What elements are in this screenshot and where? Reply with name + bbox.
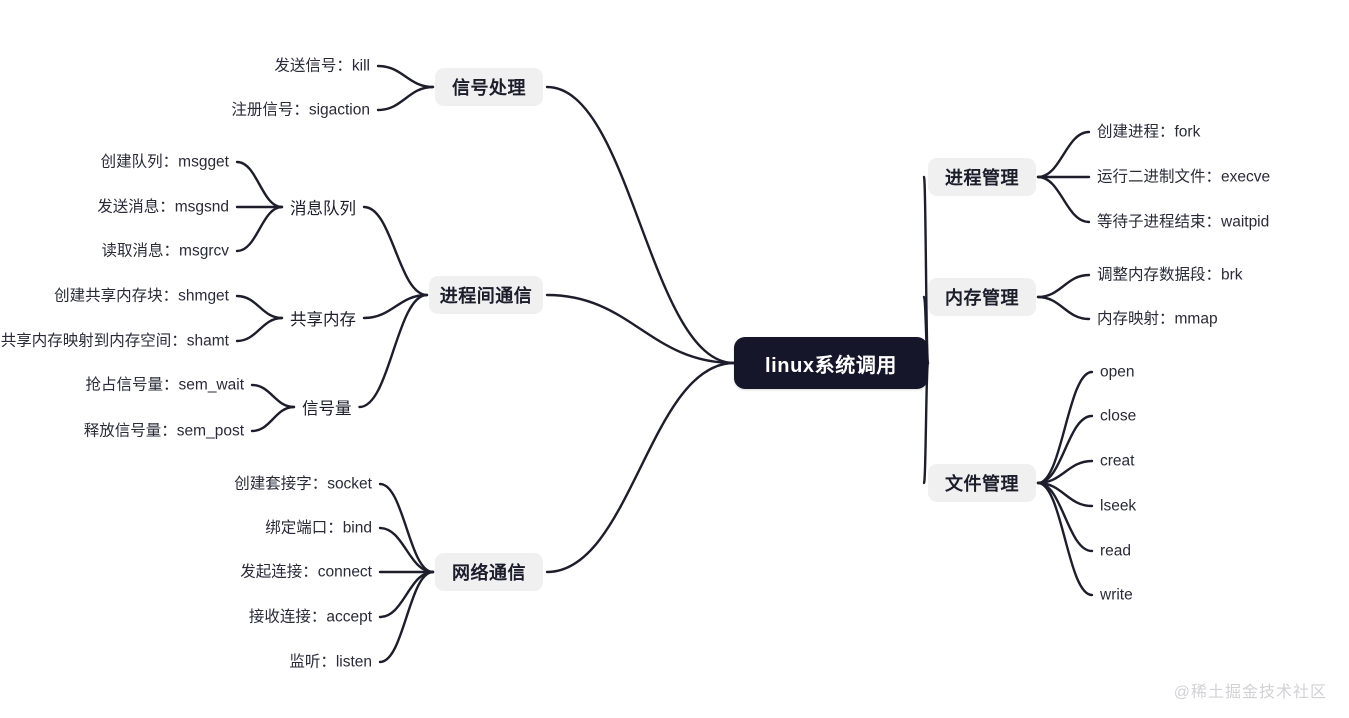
edge-leaf-发送信号-kill — [376, 64, 435, 89]
mindmap-leaf-注册信号-sigaction[interactable]: 注册信号：sigaction — [231, 101, 370, 119]
edge-leaf-共享内存映射到内存空间-shamt — [235, 316, 284, 343]
mindmap-node-共享内存[interactable]: 共享内存 — [290, 311, 356, 329]
mindmap-leaf-运行二进制文件-execve[interactable]: 运行二进制文件：execve — [1097, 168, 1271, 186]
mindmap-leaf-发送消息-msgsnd[interactable]: 发送消息：msgsnd — [97, 198, 229, 216]
mindmap-node-消息队列[interactable]: 消息队列 — [290, 200, 356, 218]
mindmap-leaf-调整内存数据段-brk[interactable]: 调整内存数据段：brk — [1097, 266, 1243, 284]
edge-leaf-监听-listen — [378, 570, 435, 664]
mindmap-node-内存管理[interactable]: 内存管理 — [928, 278, 1036, 316]
mindmap-leaf-read[interactable]: read — [1100, 542, 1132, 560]
mindmap-leaf-抢占信号量-sem_wait[interactable]: 抢占信号量：sem_wait — [85, 376, 244, 394]
mindmap-leaf-绑定端口-bind[interactable]: 绑定端口：bind — [265, 519, 372, 537]
edge-leaf-调整内存数据段-brk — [1036, 273, 1091, 299]
edge-leaf-内存映射-mmap — [1036, 295, 1091, 321]
edge-leaf-抢占信号量-sem_wait — [250, 383, 296, 409]
edge-leaf-创建共享内存块-shmget — [235, 294, 284, 320]
edge-进程间通信-信号量 — [358, 293, 429, 409]
edge-leaf-注册信号-sigaction — [376, 85, 435, 112]
edge-leaf-open — [1036, 370, 1094, 485]
edge-leaf-创建套接字-socket — [378, 482, 435, 574]
edge-leaf-创建队列-msgget — [235, 160, 284, 209]
edge-root-进程间通信 — [545, 293, 736, 365]
mindmap-leaf-creat[interactable]: creat — [1100, 452, 1135, 470]
mindmap-node-网络通信[interactable]: 网络通信 — [435, 553, 543, 591]
mindmap-leaf-监听-listen[interactable]: 监听：listen — [289, 653, 372, 671]
mindmap-leaf-读取消息-msgrcv[interactable]: 读取消息：msgrcv — [101, 242, 229, 260]
edge-leaf-绑定端口-bind — [378, 526, 435, 574]
edge-进程间通信-消息队列 — [362, 205, 429, 297]
edge-leaf-接收连接-accept — [378, 570, 435, 619]
edge-进程间通信-共享内存 — [362, 293, 429, 320]
mindmap-node-文件管理[interactable]: 文件管理 — [928, 464, 1036, 502]
mindmap-leaf-write[interactable]: write — [1100, 586, 1133, 604]
mindmap-leaf-共享内存映射到内存空间-shamt[interactable]: 共享内存映射到内存空间：shamt — [0, 332, 229, 350]
mindmap-node-信号处理[interactable]: 信号处理 — [435, 68, 543, 106]
mindmap-root-node[interactable]: linux系统调用 — [734, 337, 928, 389]
mindmap-leaf-接收连接-accept[interactable]: 接收连接：accept — [248, 608, 372, 626]
mindmap-leaf-内存映射-mmap[interactable]: 内存映射：mmap — [1097, 310, 1218, 328]
edge-leaf-close — [1036, 414, 1094, 485]
mindmap-leaf-lseek[interactable]: lseek — [1100, 497, 1137, 515]
mindmap-leaf-open[interactable]: open — [1100, 363, 1135, 381]
mindmap-node-进程管理[interactable]: 进程管理 — [928, 158, 1036, 196]
mindmap-leaf-释放信号量-sem_post[interactable]: 释放信号量：sem_post — [83, 422, 244, 440]
edge-leaf-等待子进程结束-waitpid — [1036, 175, 1091, 224]
mindmap-leaf-发起连接-connect[interactable]: 发起连接：connect — [240, 563, 372, 581]
mindmap-leaf-等待子进程结束-waitpid[interactable]: 等待子进程结束：waitpid — [1097, 213, 1270, 231]
edge-root-信号处理 — [545, 85, 736, 365]
mindmap-node-进程间通信[interactable]: 进程间通信 — [429, 276, 543, 314]
edge-leaf-读取消息-msgrcv — [235, 205, 284, 253]
edge-leaf-write — [1036, 481, 1094, 597]
mindmap-leaf-创建进程-fork[interactable]: 创建进程：fork — [1097, 123, 1201, 141]
mindmap-leaf-创建共享内存块-shmget[interactable]: 创建共享内存块：shmget — [54, 287, 229, 305]
watermark: @稀土掘金技术社区 — [1173, 684, 1327, 701]
edge-root-网络通信 — [545, 361, 736, 574]
mindmap-leaf-创建套接字-socket[interactable]: 创建套接字：socket — [234, 475, 372, 493]
mindmap-node-信号量[interactable]: 信号量 — [302, 400, 352, 418]
edge-leaf-释放信号量-sem_post — [250, 405, 296, 433]
mindmap-leaf-创建队列-msgget[interactable]: 创建队列：msgget — [100, 153, 229, 171]
edge-leaf-创建进程-fork — [1036, 130, 1091, 179]
mindmap-leaf-发送信号-kill[interactable]: 发送信号：kill — [274, 57, 370, 75]
mindmap-leaf-close[interactable]: close — [1100, 407, 1137, 425]
